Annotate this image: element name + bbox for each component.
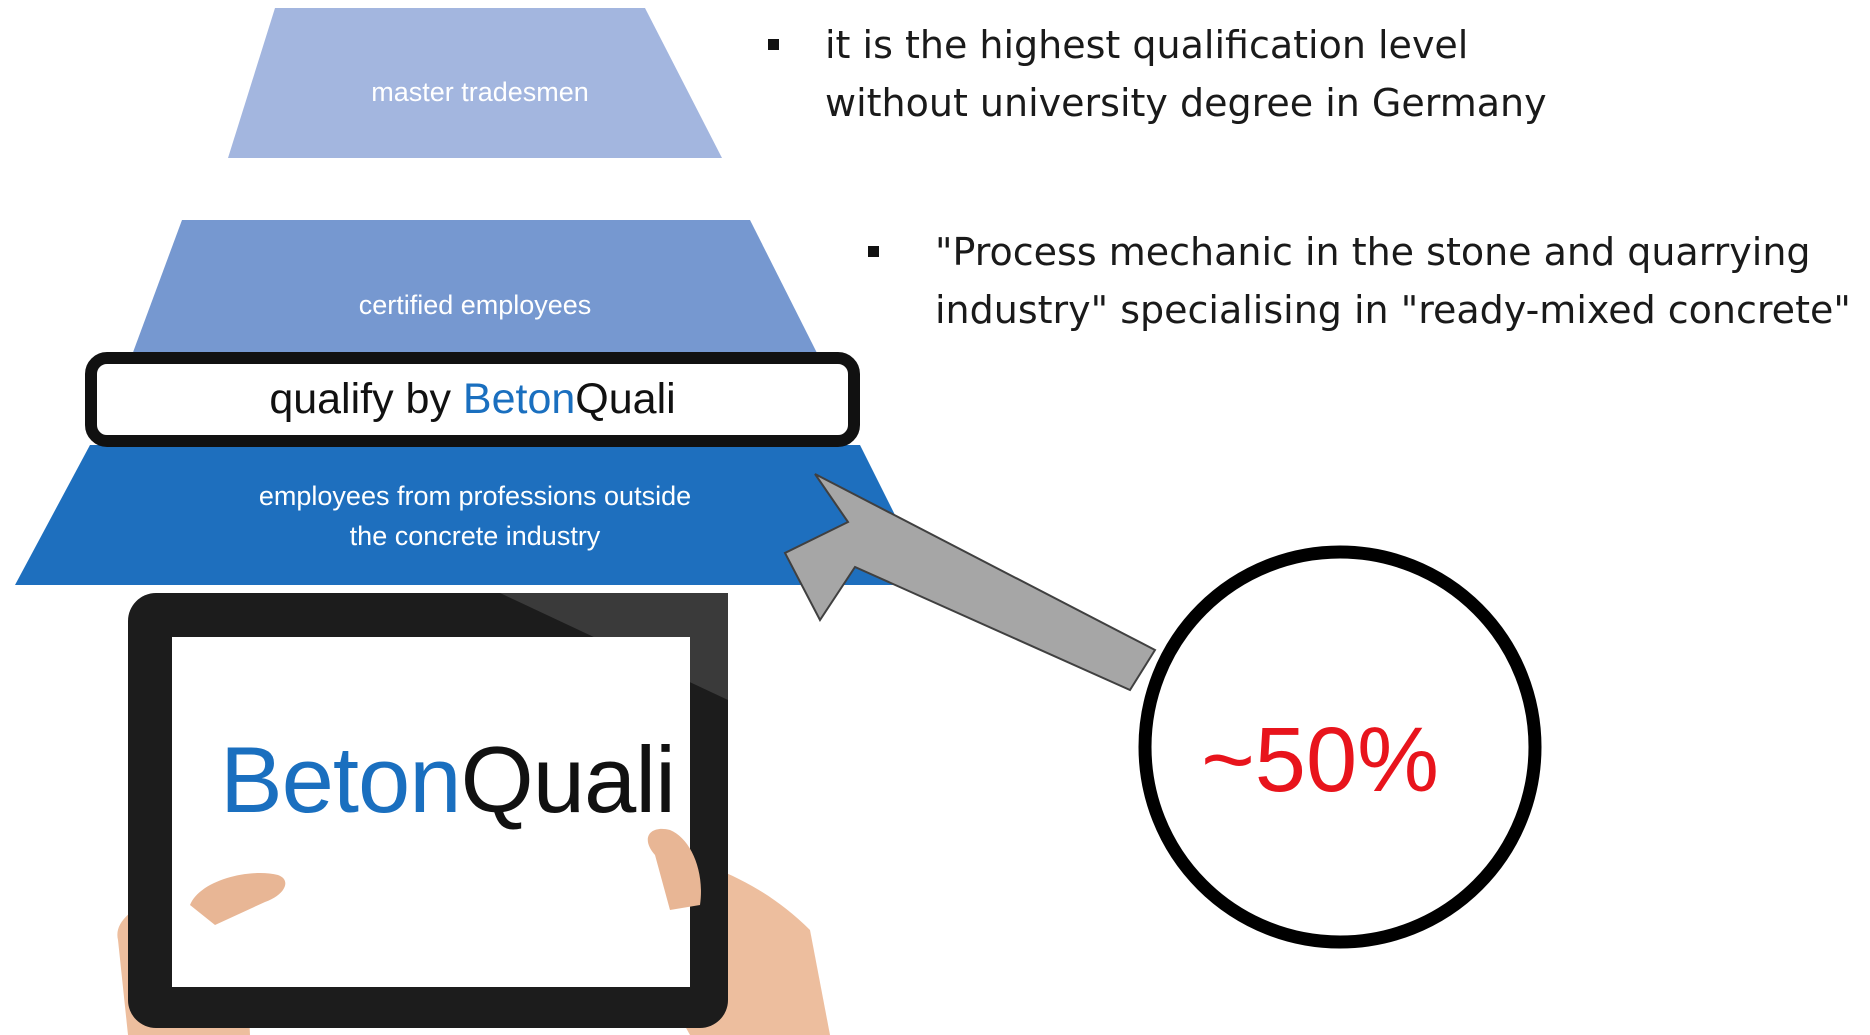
bullet-2-line1: "Process mechanic in the stone and quarr… xyxy=(935,230,1811,274)
percentage-circle xyxy=(1138,545,1542,949)
bullet-marker-2 xyxy=(868,246,879,257)
qualify-prefix: qualify by xyxy=(269,375,463,423)
tablet-brand-quali: Quali xyxy=(460,727,676,832)
bullet-1-line1: it is the highest qualification level xyxy=(825,23,1469,67)
tier-label-certified-employees: certified employees xyxy=(358,290,592,320)
percentage-value: ~50% xyxy=(1201,709,1439,811)
bullet-1-line2: without university degree in Germany xyxy=(825,81,1547,125)
bullet-marker-1 xyxy=(768,39,779,50)
tablet-screen xyxy=(172,637,690,987)
tier-label-master-tradesmen: master tradesmen xyxy=(371,77,589,107)
arrow-to-bottom-tier xyxy=(783,473,1157,692)
bullet-2: "Process mechanic in the stone and quarr… xyxy=(935,223,1865,339)
tier-label-outside-line2: the concrete industry xyxy=(349,521,601,551)
pyramid-tier-middle xyxy=(132,220,818,355)
qualify-brand-quali: Quali xyxy=(575,375,676,423)
qualify-brand-beton: Beton xyxy=(462,375,576,423)
bullet-1: it is the highest qualification level wi… xyxy=(825,16,1685,132)
bullet-2-line2: industry" specialising in "ready-mixed c… xyxy=(935,288,1851,332)
tier-label-outside-line1: employees from professions outside xyxy=(258,481,692,511)
tier-label-outside-employees: employees from professions outside the c… xyxy=(175,476,775,556)
qualify-banner: qualify by Beton Quali xyxy=(85,352,860,447)
right-thumb xyxy=(647,828,701,910)
tablet-brand-logo: BetonQuali xyxy=(205,725,690,835)
tablet-photo xyxy=(117,593,830,1035)
pyramid-tier-top xyxy=(228,8,722,158)
left-finger xyxy=(190,873,286,925)
tablet-brand-beton: Beton xyxy=(219,727,462,832)
pyramid-tier-bottom xyxy=(15,445,930,585)
